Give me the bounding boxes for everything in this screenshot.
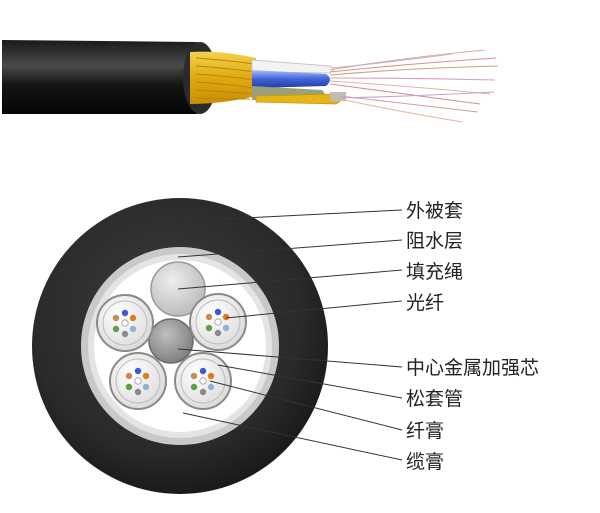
label-optical-fiber: 光纤 (406, 292, 444, 314)
label-central-strength-member: 中心金属加强芯 (406, 357, 539, 379)
aramid-yarn (190, 51, 256, 104)
label-cable-gel: 缆膏 (406, 450, 444, 473)
fiber (190, 383, 198, 391)
loose-tube-top-left (96, 294, 154, 352)
fiber (142, 383, 150, 391)
labels: 外被套 阻水层 填充绳 光纤 中心金属加强芯 松套管 纤膏 缆膏 (406, 200, 539, 473)
yellow-tube (255, 93, 342, 105)
leader-cable-gel (182, 412, 403, 461)
label-loose-tube: 松套管 (406, 388, 463, 410)
fiber (121, 319, 129, 327)
blue-tube (252, 70, 330, 88)
fiber (134, 367, 142, 375)
fiber (205, 313, 213, 321)
label-fiber-gel: 纤膏 (406, 419, 444, 442)
fiber (125, 383, 133, 391)
fiber (129, 325, 137, 333)
leader-outer-sheath (183, 209, 403, 222)
fiber (222, 313, 230, 321)
loose-tube-bottom-left (109, 352, 167, 410)
label-filler-rope: 填充绳 (406, 261, 463, 283)
fiber (205, 324, 213, 332)
fiber (112, 314, 120, 322)
jacket-body (2, 40, 214, 114)
fiber-strands (329, 49, 499, 123)
yarn-texture (195, 57, 256, 100)
fiber (134, 377, 142, 385)
fiber (142, 372, 150, 380)
leader-water-block-layer (177, 239, 403, 258)
fiber (207, 383, 215, 391)
leader-optical-fiber (225, 300, 403, 319)
cable-cross-section (32, 198, 328, 494)
fiber (199, 377, 207, 385)
fiber (134, 388, 142, 396)
fiber (125, 372, 133, 380)
fiber (214, 329, 222, 337)
fiber (199, 388, 207, 396)
fiber (207, 372, 215, 380)
leader-fiber-gel (209, 380, 403, 431)
label-outer-sheath: 外被套 (406, 200, 463, 222)
loose-tube-top-right (189, 293, 247, 351)
fiber (222, 324, 230, 332)
central-strength-member (148, 318, 194, 364)
fiber (214, 308, 222, 316)
fiber (112, 325, 120, 333)
strength-member-tip (330, 92, 346, 101)
fiber (129, 314, 137, 322)
leader-central-strength-member (177, 348, 403, 368)
leader-loose-tube (217, 364, 403, 399)
label-water-block-layer: 阻水层 (406, 230, 463, 252)
loose-tube-bottom-right (174, 352, 232, 410)
fiber (121, 309, 129, 317)
fiber (190, 372, 198, 380)
fiber (199, 367, 207, 375)
leader-filler-rope (177, 269, 403, 290)
leader-lines (177, 209, 403, 461)
fiber (214, 318, 222, 326)
cable-side-view (2, 40, 499, 123)
fiber (121, 330, 129, 338)
